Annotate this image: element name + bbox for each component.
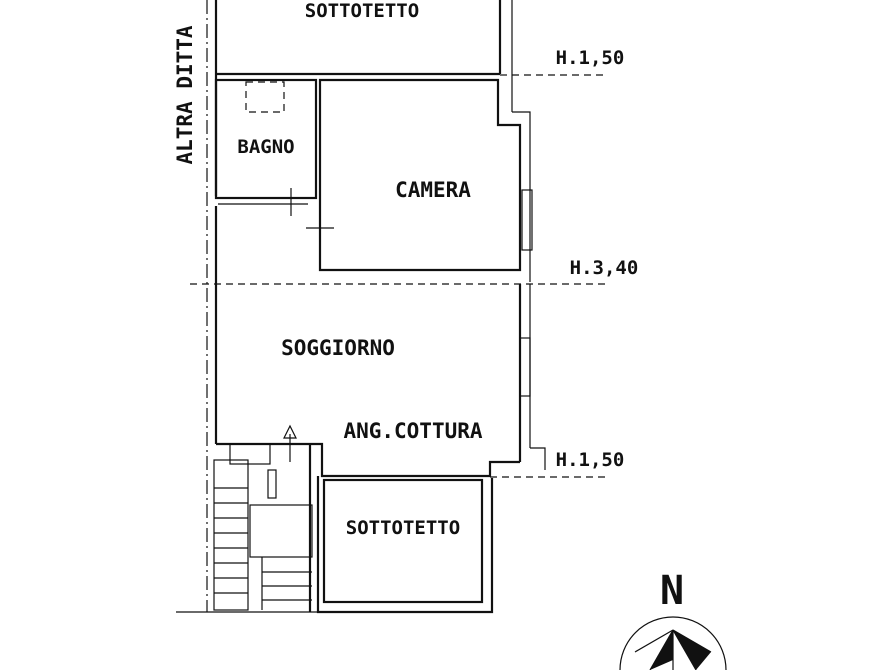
label-sottotetto-bottom: SOTTOTETTO bbox=[346, 517, 460, 539]
label-ang-cottura: ANG.COTTURA bbox=[343, 419, 482, 443]
label-bagno: BAGNO bbox=[237, 136, 294, 158]
room-bagno bbox=[214, 78, 318, 216]
staircase bbox=[213, 443, 313, 612]
room-sottotetto-bottom bbox=[316, 476, 494, 614]
label-camera: CAMERA bbox=[395, 178, 471, 202]
room-sottotetto-top bbox=[216, 0, 513, 112]
window-camera bbox=[521, 189, 533, 251]
height-label-top: H.1,50 bbox=[556, 47, 625, 69]
label-sottotetto-top: SOTTOTETTO bbox=[305, 0, 419, 22]
height-label-bottom: H.1,50 bbox=[556, 449, 625, 471]
shower-outline bbox=[245, 81, 285, 113]
compass-rose-icon bbox=[619, 616, 727, 670]
window-soggiorno bbox=[519, 337, 531, 397]
arrow-up-icon bbox=[283, 424, 297, 462]
room-camera bbox=[306, 78, 533, 282]
label-altra-ditta: ALTRA DITTA bbox=[173, 25, 197, 164]
height-label-middle: H.3,40 bbox=[570, 257, 639, 279]
compass-north-label: N bbox=[660, 568, 684, 614]
label-soggiorno: SOGGIORNO bbox=[281, 336, 395, 360]
